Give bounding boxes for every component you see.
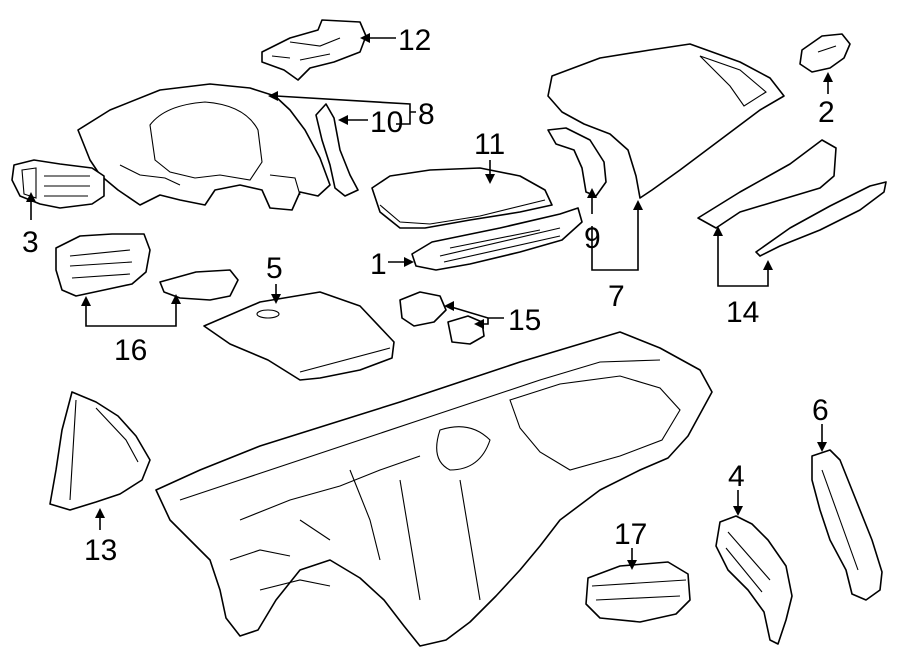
callout-1: 1: [370, 248, 387, 281]
callout-labels: 12 8 10 3 11 1 2 9 7 14 16 5 15 13 6 4 1…: [22, 24, 835, 567]
callout-12: 12: [398, 24, 431, 57]
callout-9: 9: [584, 222, 601, 255]
callout-17: 17: [614, 518, 647, 551]
part-17-module: [585, 561, 691, 623]
part-8-cluster-trim: [77, 83, 331, 211]
callout-5: 5: [266, 252, 283, 285]
dashboard-frame: [155, 331, 713, 647]
callout-13: 13: [84, 534, 117, 567]
callout-3: 3: [22, 226, 39, 259]
callout-6: 6: [812, 394, 829, 427]
callout-7: 7: [608, 280, 625, 313]
part-11-pad: [371, 167, 553, 229]
part-12-upper-bracket: [261, 19, 367, 81]
callout-4: 4: [728, 460, 745, 493]
part-13-side-panel: [49, 391, 151, 511]
part-3-air-vent: [11, 159, 105, 209]
callout-8: 8: [418, 98, 435, 131]
part-14-trim-strips: [697, 139, 887, 257]
callout-14: 14: [726, 296, 759, 329]
part-7-upper-panel: [547, 43, 785, 199]
part-1-defroster-grille: [411, 207, 583, 271]
callout-15: 15: [508, 304, 541, 337]
part-2-clip: [799, 33, 851, 73]
leader-lines: [26, 33, 833, 570]
part-6-side-bracket: [811, 449, 883, 601]
callout-10: 10: [370, 106, 403, 139]
part-15-clips: [399, 291, 485, 345]
callout-11: 11: [474, 128, 505, 161]
part-16-vent-assembly: [55, 233, 239, 301]
callout-2: 2: [818, 96, 835, 129]
part-5-storage-panel: [203, 291, 395, 381]
part-4-side-vent: [715, 515, 793, 645]
callout-16: 16: [114, 334, 147, 367]
part-10-side-bracket: [315, 103, 359, 197]
part-9-trim: [547, 127, 607, 197]
